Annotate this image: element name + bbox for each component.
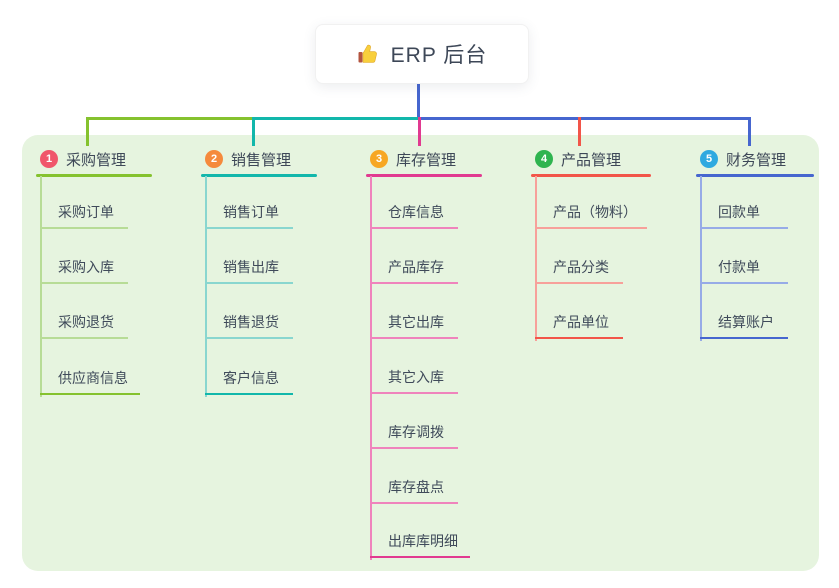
child-node[interactable]: 其它入库 (370, 368, 458, 394)
child-node[interactable]: 库存盘点 (370, 478, 458, 504)
branch-label: 销售管理 (231, 151, 292, 169)
branch-header-purchase[interactable]: 1 采购管理 (40, 146, 126, 172)
branch-drop-finance (748, 117, 751, 146)
branch-underline (366, 174, 482, 177)
child-node[interactable]: 结算账户 (700, 313, 788, 339)
child-node[interactable]: 产品单位 (535, 313, 623, 339)
child-node[interactable]: 其它出库 (370, 313, 458, 339)
branch-number-badge: 2 (205, 150, 223, 168)
bus-segment-blue (418, 117, 751, 120)
branches-background-panel (22, 135, 819, 571)
branch-spine (205, 176, 207, 397)
branch-spine (40, 176, 42, 397)
branch-number-badge: 5 (700, 150, 718, 168)
child-node[interactable]: 销售退货 (205, 313, 293, 339)
root-node[interactable]: ERP 后台 (315, 24, 529, 84)
child-node[interactable]: 采购入库 (40, 258, 128, 284)
branch-drop-inventory (418, 117, 421, 146)
branch-label: 产品管理 (561, 151, 622, 169)
branch-underline (696, 174, 814, 177)
branch-header-product[interactable]: 4 产品管理 (535, 146, 621, 172)
branch-label: 财务管理 (726, 151, 787, 169)
branch-spine (370, 176, 372, 560)
child-node[interactable]: 客户信息 (205, 369, 293, 395)
child-node[interactable]: 产品（物料） (535, 203, 647, 229)
branch-spine (700, 176, 702, 341)
branch-number-badge: 3 (370, 150, 388, 168)
branch-drop-product (578, 117, 581, 146)
child-node[interactable]: 出库库明细 (370, 532, 470, 558)
child-node[interactable]: 采购退货 (40, 313, 128, 339)
branch-spine (535, 176, 537, 341)
branch-underline (531, 174, 651, 177)
root-node-title: ERP 后台 (390, 44, 488, 67)
child-node[interactable]: 供应商信息 (40, 369, 140, 395)
branch-underline (201, 174, 317, 177)
branch-header-finance[interactable]: 5 财务管理 (700, 146, 786, 172)
bus-segment-green (86, 117, 252, 120)
child-node[interactable]: 仓库信息 (370, 203, 458, 229)
thumbs-up-icon (357, 42, 381, 66)
branch-label: 采购管理 (66, 151, 127, 169)
branch-underline (36, 174, 152, 177)
branch-header-inventory[interactable]: 3 库存管理 (370, 146, 456, 172)
child-node[interactable]: 产品分类 (535, 258, 623, 284)
child-node[interactable]: 采购订单 (40, 203, 128, 229)
child-node[interactable]: 库存调拨 (370, 423, 458, 449)
child-node[interactable]: 付款单 (700, 258, 788, 284)
child-node[interactable]: 销售订单 (205, 203, 293, 229)
branch-drop-sales (252, 117, 255, 146)
child-node[interactable]: 产品库存 (370, 258, 458, 284)
bus-segment-teal (252, 117, 418, 120)
child-node[interactable]: 销售出库 (205, 258, 293, 284)
child-node[interactable]: 回款单 (700, 203, 788, 229)
branch-number-badge: 1 (40, 150, 58, 168)
root-connector-line (417, 82, 420, 118)
branch-drop-purchase (86, 117, 89, 146)
branch-label: 库存管理 (396, 151, 457, 169)
branch-header-sales[interactable]: 2 销售管理 (205, 146, 291, 172)
branch-number-badge: 4 (535, 150, 553, 168)
